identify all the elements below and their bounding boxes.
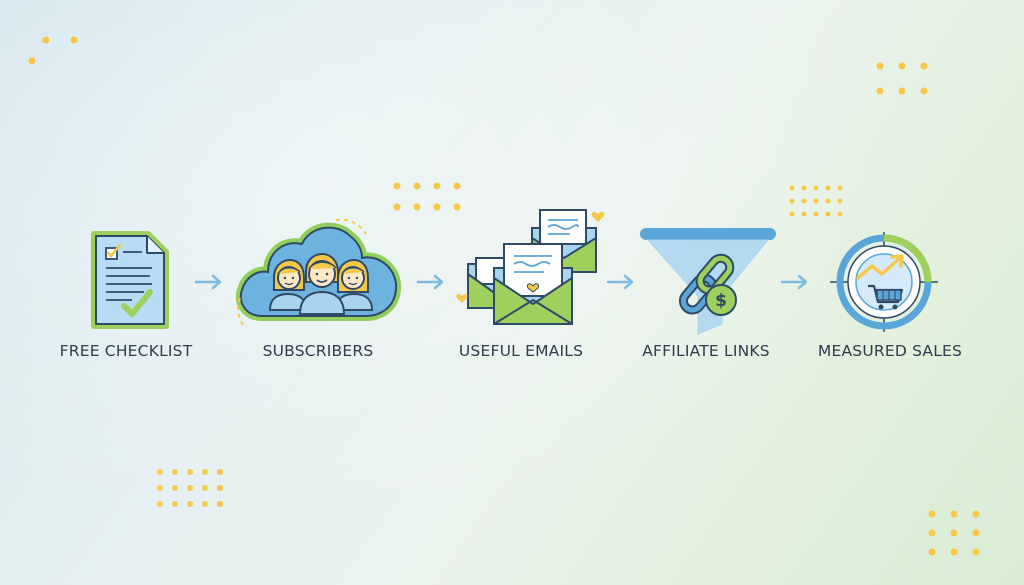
- arrow-icon: [606, 274, 634, 290]
- arrow-icon: [416, 274, 444, 290]
- decor-dots-center-right: [789, 185, 843, 217]
- step-label-subscribers: SUBSCRIBERS: [262, 342, 374, 360]
- sales-target-icon: [830, 232, 938, 332]
- step-label-free-checklist: FREE CHECKLIST: [59, 342, 193, 360]
- decor-dots-top-left: [28, 36, 78, 65]
- arrow-icon: [194, 274, 222, 290]
- subscribers-cloud-icon: [235, 218, 402, 329]
- svg-text:$: $: [715, 291, 727, 311]
- step-label-affiliate-links: AFFILIATE LINKS: [642, 342, 770, 360]
- arrow-icon: [780, 274, 808, 290]
- checklist-icon: [91, 231, 169, 329]
- decor-dots-bottom-right: [928, 510, 980, 556]
- decor-dots-bottom-left: [157, 469, 223, 507]
- step-label-useful-emails: USEFUL EMAILS: [458, 342, 584, 360]
- decor-dots-top-right: [876, 62, 928, 95]
- step-label-measured-sales: MEASURED SALES: [817, 342, 963, 360]
- decor-dots-center-left: [393, 182, 461, 211]
- emails-icon: [456, 209, 605, 325]
- affiliate-funnel-icon: $: [640, 228, 776, 335]
